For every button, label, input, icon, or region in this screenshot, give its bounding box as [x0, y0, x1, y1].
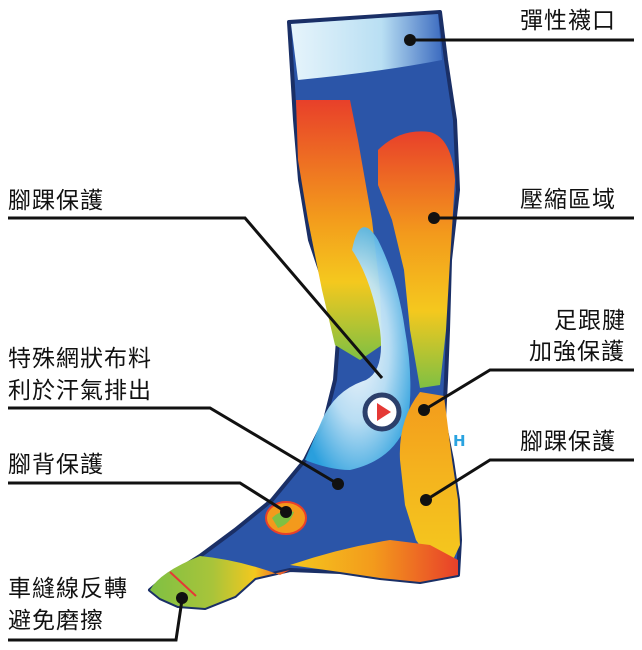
leader-heel-tendon — [423, 368, 634, 412]
leader-instep — [8, 481, 287, 514]
heel-h-mark: H — [453, 432, 466, 450]
label-heel-tendon-line2: 加強保護 — [529, 339, 625, 365]
anchor-dots — [176, 34, 440, 604]
leader-special-mesh — [8, 406, 339, 486]
toe-seam-line — [169, 571, 197, 597]
label-instep-protection: 腳背保護 — [8, 452, 104, 478]
label-heel-tendon-line1: 足跟腱 — [554, 308, 626, 334]
label-elastic-cuff: 彈性襪口 — [520, 8, 616, 34]
play-button-icon[interactable] — [362, 392, 402, 432]
leader-lines — [8, 38, 634, 642]
leg-compression-left — [296, 100, 382, 360]
label-ankle-protection-right: 腳踝保護 — [520, 429, 616, 455]
label-seam-line2: 避免磨擦 — [8, 608, 104, 634]
sole-band — [290, 540, 458, 582]
label-special-mesh-line1: 特殊網狀布料 — [8, 346, 152, 372]
leader-ankle-left — [8, 216, 384, 379]
elastic-cuff-band — [291, 14, 442, 80]
leader-ankle-right — [425, 458, 634, 502]
heel-reinforcement — [399, 392, 460, 562]
label-compression-zone: 壓縮區域 — [520, 187, 616, 213]
calf-compression-zone — [378, 131, 455, 388]
label-special-mesh-line2: 利於汗氣排出 — [8, 378, 152, 404]
label-seam-line1: 車縫線反轉 — [8, 576, 128, 602]
label-ankle-protection-left: 腳踝保護 — [8, 188, 104, 214]
leader-seam — [8, 599, 184, 642]
